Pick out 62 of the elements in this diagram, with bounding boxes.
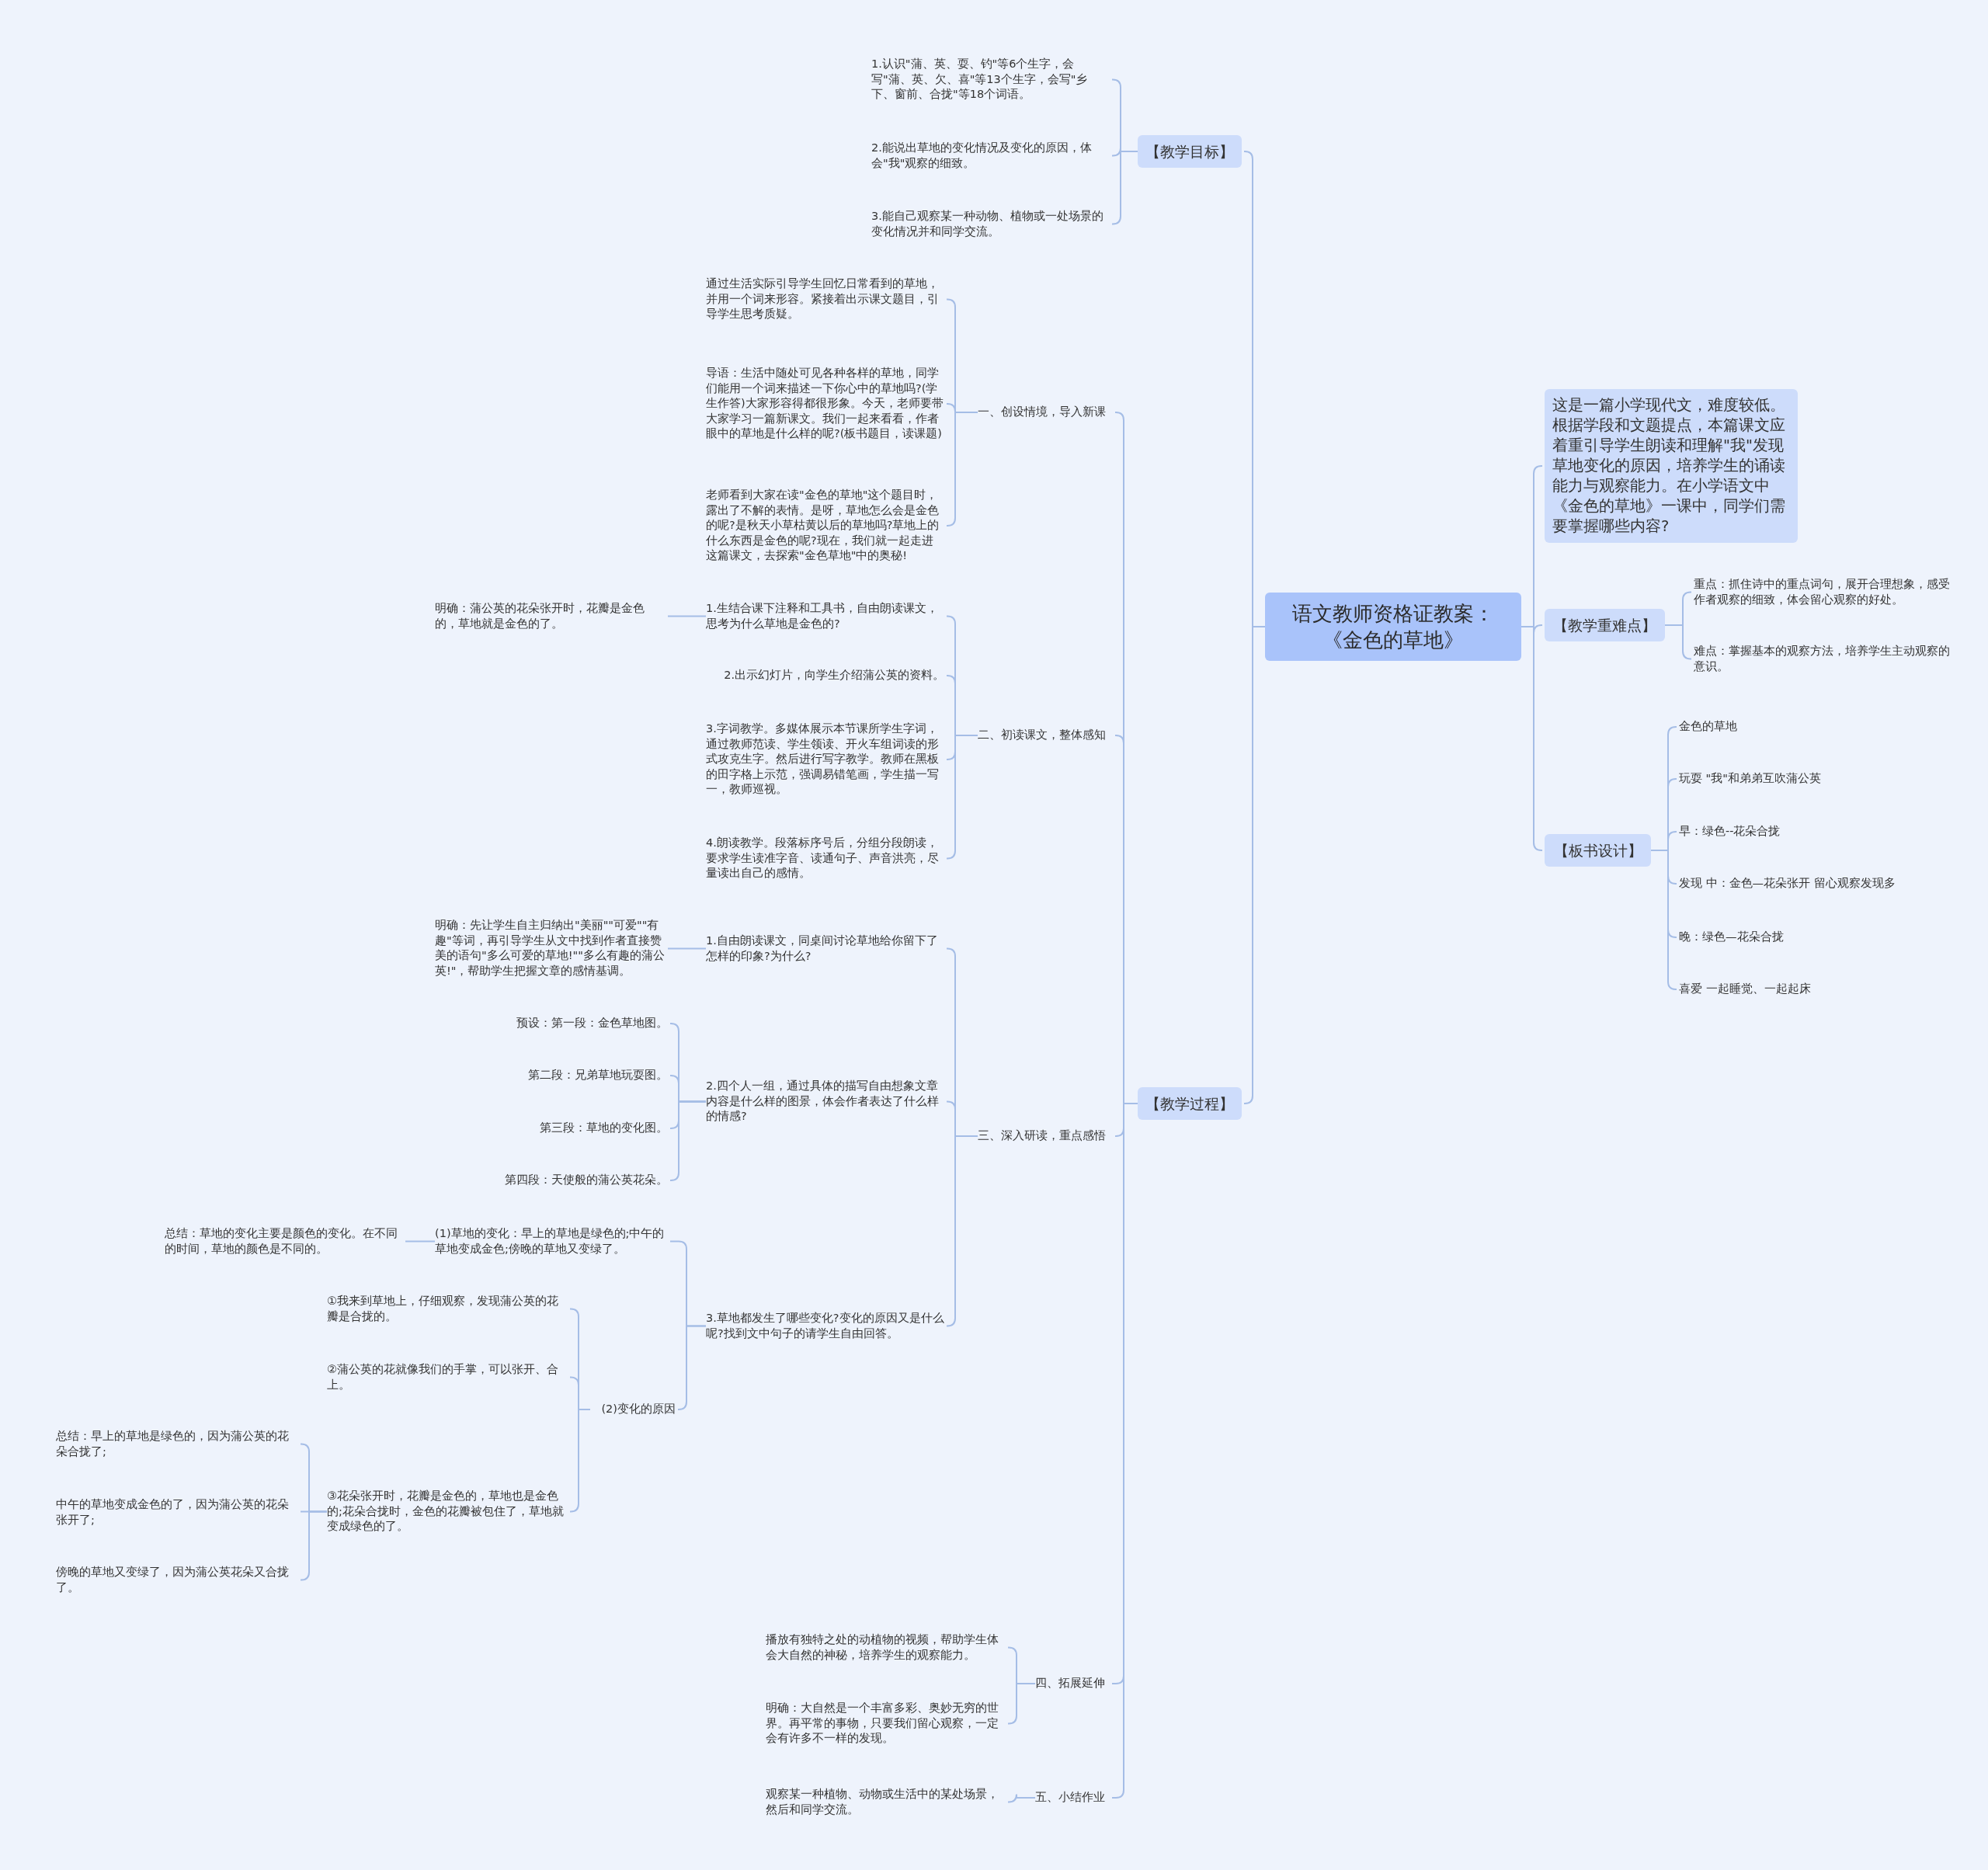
topic-text: 晚：绿色—花朵合拢 — [1679, 930, 1935, 945]
topic-text: 傍晚的草地又变绿了，因为蒲公英花朵又合拢了。 — [56, 1565, 298, 1595]
topic-text: 第四段：天使般的蒲公英花朵。 — [435, 1173, 668, 1188]
topic-text: 第二段：兄弟草地玩耍图。 — [435, 1068, 668, 1083]
connector-line — [1650, 850, 1677, 990]
topic-text: 1.生结合课下注释和工具书，自由朗读课文，思考为什么草地是金色的? — [706, 601, 944, 631]
connector-line — [677, 1325, 707, 1410]
topic-text: 观察某一种植物、动物或生活中的某处场景，然后和同学交流。 — [766, 1787, 1006, 1817]
topic-text: 中午的草地变成金色的了，因为蒲公英的花朵张开了; — [56, 1497, 298, 1528]
topic-text: 四、拓展延伸 — [1035, 1676, 1110, 1691]
connector-line — [1111, 151, 1138, 225]
topic-text: 老师看到大家在读"金色的草地"这个题目时，露出了不解的表情。是呀，草地怎么会是金色的呢?是秋天小草枯黄以后的草地吗?草地上的什么东西是金色的呢?现在，我们就一起走进这篇课文，去探索"金色草地"中的奥秘! — [706, 488, 944, 564]
topic-text: 播放有独特之处的动植物的视频，帮助学生体会大自然的神秘，培养学生的观察能力。 — [766, 1632, 1006, 1663]
topic-text: ①我来到草地上，仔细观察，发现蒲公英的花瓣是合拢的。 — [327, 1294, 568, 1324]
topic-text: 导语：生活中随处可见各种各样的草地，同学们能用一个词来描述一下你心中的草地吗?(学生作答)大家形容得都很形象。今天，老师要带大家学习一篇新课文。我们一起来看看，作者眼中的草地是什么样的呢?(板书题目，读课题) — [706, 366, 944, 442]
topic-text: (2)变化的原因 — [590, 1402, 676, 1417]
connector-line — [1007, 1793, 1036, 1803]
topic-text: 难点：掌握基本的观察方法，培养学生主动观察的意识。 — [1694, 644, 1950, 674]
topic-text: 喜爱 一起睡觉、一起起床 — [1679, 982, 1935, 997]
topic-text: 五、小结作业 — [1035, 1790, 1110, 1806]
branch-box: 【板书设计】 — [1545, 834, 1651, 867]
connector-line — [405, 1240, 436, 1243]
topic-text: ②蒲公英的花就像我们的手掌，可以张开、合上。 — [327, 1362, 568, 1392]
connector-line — [1521, 626, 1543, 851]
topic-text: 明确：先让学生自主归纳出"美丽""可爱""有趣"等词，再引导学生从文中找到作者直接赞美的语句"多么可爱的草地!""多么有趣的蒲公英!"，帮助学生把握文章的感情基调。 — [435, 918, 666, 978]
topic-text: 发现 中：金色—花朵张开 留心观察发现多 — [1679, 876, 1935, 892]
branch-box: 【教学重难点】 — [1545, 609, 1665, 641]
connector-line — [300, 1510, 328, 1581]
topic-text: 三、深入研读，重点感悟 — [978, 1128, 1113, 1144]
topic-text: 二、初读课文，整体感知 — [978, 728, 1113, 743]
topic-text: 1.认识"蒲、英、耍、钓"等6个生字，会写"蒲、英、欠、喜"等13个生字，会写"乡下、窗前、合拢"等18个词语。 — [871, 57, 1110, 103]
note-box: 这是一篇小学现代文，难度较低。根据学段和文题提点，本篇课文应着重引导学生朗读和理解"我"发现草地变化的原因，培养学生的诵读能力与观察能力。在小学语文中《金色的草地》一课中，同学们需要掌握哪些内容? — [1545, 389, 1798, 543]
connector-line — [569, 1409, 591, 1513]
topic-text: (1)草地的变化：早上的草地是绿色的;中午的草地变成金色;傍晚的草地又变绿了。 — [435, 1226, 668, 1257]
topic-text: 第三段：草地的变化图。 — [435, 1121, 668, 1136]
topic-text: 2.四个人一组，通过具体的描写自由想象文章内容是什么样的图景，体会作者表达了什么样的情感? — [706, 1079, 944, 1124]
topic-text: 总结：早上的草地是绿色的，因为蒲公英的花朵合拢了; — [56, 1429, 298, 1459]
connector-line — [667, 947, 707, 950]
topic-text: 通过生活实际引导学生回忆日常看到的草地，并用一个词来形容。紧接着出示课文题目，引导学生思考质疑。 — [706, 276, 944, 322]
topic-text: 4.朗读教学。段落标序号后，分组分段朗读，要求学生读准字音、读通句子、声音洪亮，尽量读出自己的感情。 — [706, 836, 944, 881]
topic-text: 明确：大自然是一个丰富多彩、奥妙无穷的世界。再平常的事物，只要我们留心观察，一定会有许多不一样的发现。 — [766, 1701, 1006, 1747]
topic-text: 预设：第一段：金色草地图。 — [435, 1016, 668, 1031]
topic-text: 金色的草地 — [1679, 719, 1935, 735]
topic-text: 早：绿色--花朵合拢 — [1679, 824, 1935, 839]
topic-text: ③花朵张开时，花瓣是金色的，草地也是金色的;花朵合拢时，金色的花瓣被包住了，草地就变成绿色的了。 — [327, 1489, 568, 1535]
connector-line — [1007, 1683, 1036, 1725]
connector-line — [1664, 624, 1692, 660]
topic-text: 总结：草地的变化主要是颜色的变化。在不同的时间，草地的颜色是不同的。 — [165, 1226, 403, 1257]
topic-text: 玩耍 "我"和弟弟互吹蒲公英 — [1679, 771, 1935, 787]
topic-text: 1.自由朗读课文，同桌间讨论草地给你留下了怎样的印象?为什么? — [706, 933, 944, 964]
topic-text: 明确：蒲公英的花朵张开时，花瓣是金色的，草地就是金色的了。 — [435, 601, 666, 631]
topic-text: 2.能说出草地的变化情况及变化的原因，体会"我"观察的细致。 — [871, 141, 1110, 171]
topic-text: 重点：抓住诗中的重点词句，展开合理想象，感受作者观察的细致，体会留心观察的好处。 — [1694, 577, 1950, 607]
topic-text: 一、创设情境，导入新课 — [978, 405, 1113, 420]
topic-text: 3.草地都发生了哪些变化?变化的原因又是什么呢?找到文中句子的请学生自由回答。 — [706, 1311, 944, 1341]
branch-box: 【教学过程】 — [1138, 1087, 1242, 1120]
topic-text: 2.出示幻灯片，向学生介绍蒲公英的资料。 — [706, 668, 944, 683]
connector-line — [667, 615, 707, 617]
topic-text: 3.能自己观察某一种动物、植物或一处场景的变化情况并和同学交流。 — [871, 209, 1110, 239]
topic-text: 3.字词教学。多媒体展示本节课所学生字词，通过教师范读、学生领读、开火车组词读的形式攻克生字。然后进行写字教学。教师在黑板的田字格上示范，强调易错笔画，学生描一写一，教师巡视。 — [706, 721, 944, 798]
central-topic-box: 语文教师资格证教案：《金色的草地》 — [1265, 593, 1521, 661]
branch-box: 【教学目标】 — [1138, 135, 1242, 168]
